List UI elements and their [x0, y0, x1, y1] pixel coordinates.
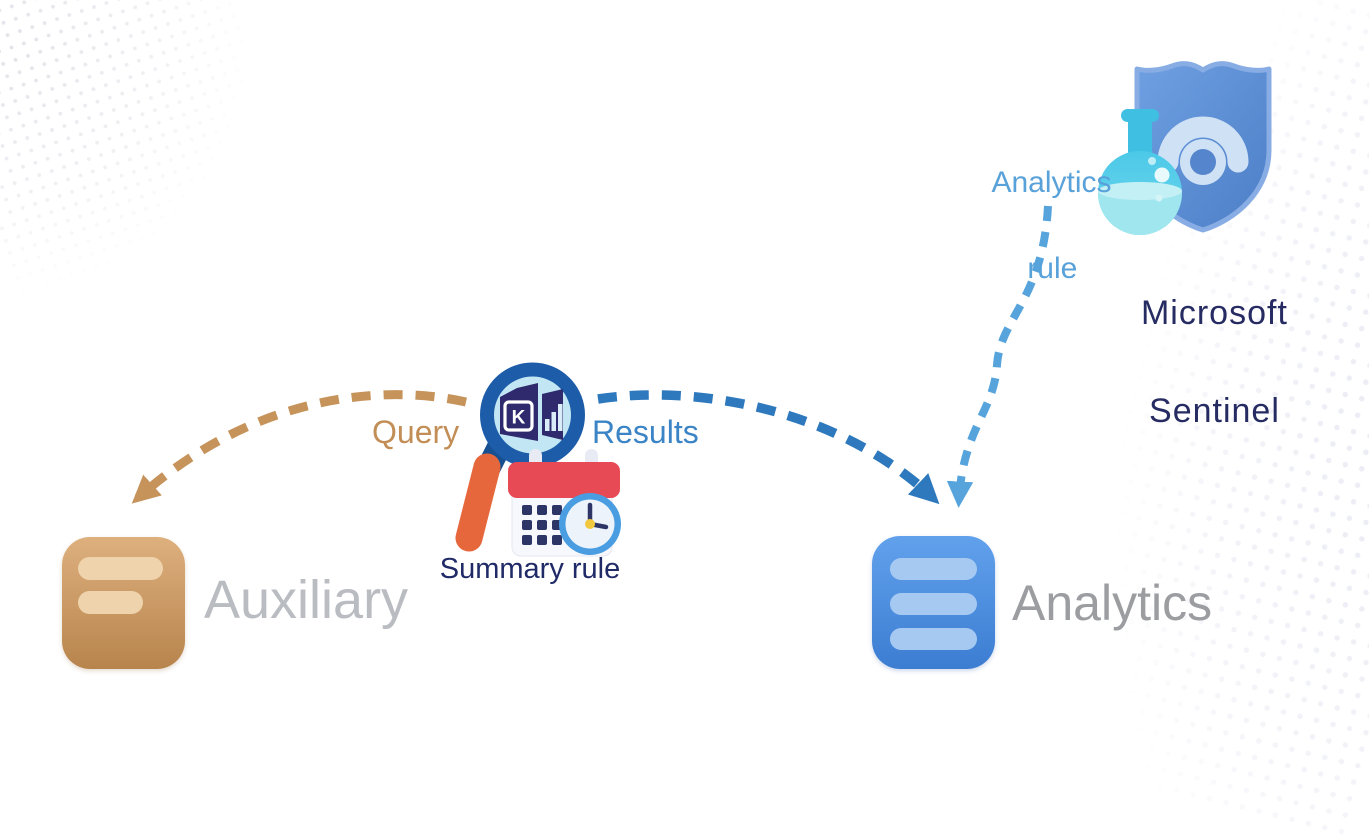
connector-arrows-layer — [131, 205, 1052, 508]
analytics-rule-line1: Analytics — [991, 166, 1112, 199]
flask-bubble-tiny — [1155, 194, 1163, 202]
summary-rule-label: Summary rule — [439, 553, 621, 585]
analytics-row-bar — [890, 558, 977, 580]
kql-logo-flag — [500, 383, 538, 441]
flask-icon — [1098, 109, 1182, 235]
auxiliary-row-bar — [78, 557, 163, 580]
sentinel-title-line2: Sentinel — [1149, 392, 1280, 430]
kql-logo: K — [500, 383, 563, 441]
shield-gauge-hole — [1190, 149, 1216, 175]
sentinel-title-line1: Microsoft — [1140, 294, 1288, 332]
kql-bar-3 — [558, 404, 563, 431]
analytics-rule-arrow — [946, 205, 1052, 508]
analytics-rule-label: Analytics rule — [968, 118, 1120, 290]
auxiliary-tier-label: Auxiliary — [204, 570, 409, 630]
analytics-row-bar — [890, 628, 977, 650]
sentinel-title: Microsoft Sentinel — [1093, 240, 1315, 436]
analytics-tier-label: Analytics — [1012, 575, 1213, 631]
results-label: Results — [592, 414, 699, 450]
analytics-rule-line2: rule — [1027, 252, 1078, 285]
flask-bubble-large — [1154, 167, 1170, 183]
query-label: Query — [372, 414, 460, 450]
calendar-icon — [508, 449, 621, 557]
kql-logo-k-frame — [503, 400, 534, 432]
analytics-row-bar — [890, 593, 977, 615]
flask-bubble-small — [1148, 157, 1156, 165]
auxiliary-table-icon — [62, 537, 185, 669]
clock-center-dot — [585, 519, 595, 529]
results-arrow — [597, 390, 940, 505]
clock-icon — [559, 493, 621, 555]
shield-gauge-arc — [1157, 116, 1249, 173]
auxiliary-row-bar — [78, 591, 143, 614]
flask-lip — [1121, 109, 1159, 122]
analytics-table-icon — [872, 536, 995, 669]
magnifier-handle — [455, 453, 501, 552]
kql-logo-k-letter: K — [512, 408, 526, 429]
kql-bar-2 — [551, 412, 556, 431]
query-arrow — [131, 390, 467, 504]
calendar-header — [508, 462, 620, 498]
kql-bar-1 — [545, 419, 550, 431]
